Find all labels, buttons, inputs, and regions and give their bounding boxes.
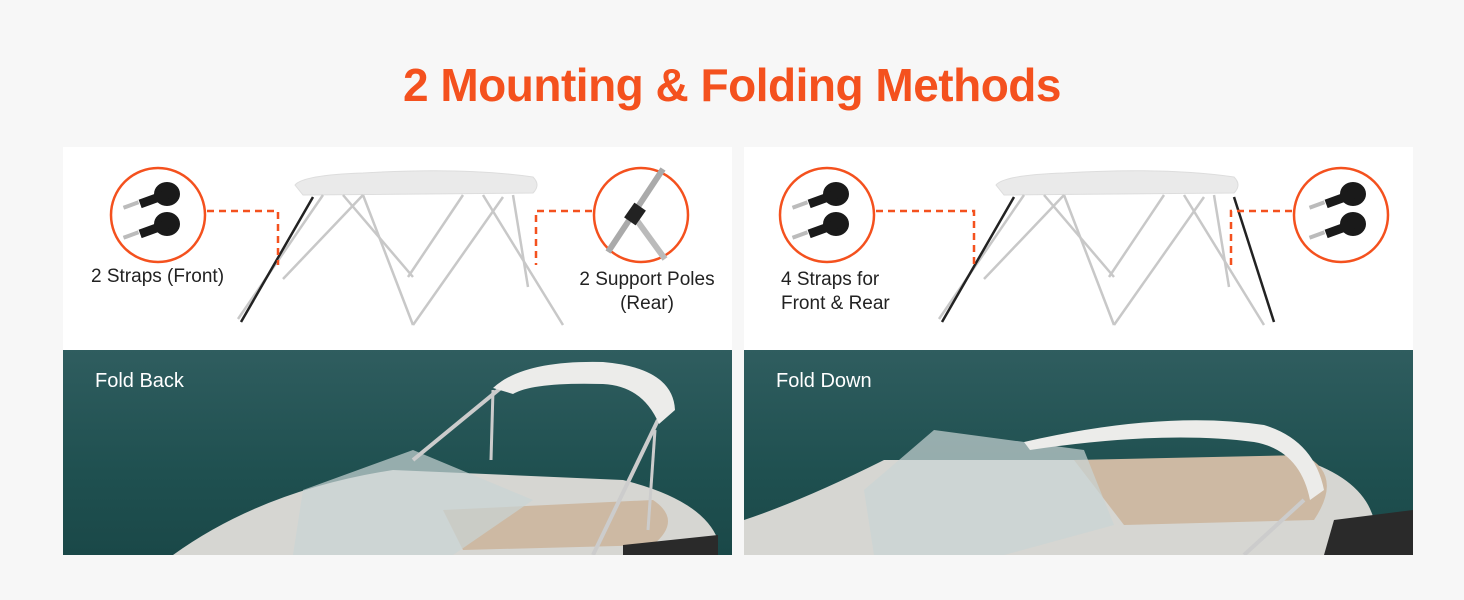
support-poles-label: 2 Support Poles (Rear) xyxy=(577,268,717,316)
label-line: 2 Support Poles xyxy=(579,269,715,290)
connector-line xyxy=(1229,209,1292,265)
fold-back-label: Fold Back xyxy=(95,370,184,392)
straps-circle xyxy=(1292,166,1390,264)
bimini-top-image xyxy=(236,169,565,327)
label-line: Front & Rear xyxy=(781,293,890,314)
connector-line xyxy=(534,209,592,265)
connector-line xyxy=(207,209,280,265)
bimini-top-image xyxy=(937,169,1276,327)
fold-down-label: Fold Down xyxy=(776,370,872,392)
straps-label: 2 Straps (Front) xyxy=(91,266,225,287)
fold-back-photo: Fold Back xyxy=(63,350,732,555)
label-line: 4 Straps for xyxy=(781,269,880,290)
mounting-diagram: 2 Straps (Front) 2 Support Poles (Rear) xyxy=(63,147,732,350)
support-pole-icon xyxy=(605,167,668,261)
label-line: (Rear) xyxy=(620,293,674,314)
page-title: 2 Mounting & Folding Methods xyxy=(403,59,1062,111)
straps-circle xyxy=(778,166,876,264)
connector-line xyxy=(876,209,976,265)
straps-circle xyxy=(109,166,207,264)
fold-back-panel: 2 Straps (Front) 2 Support Poles (Rear) F… xyxy=(63,147,732,555)
fold-down-photo: Fold Down xyxy=(744,350,1413,555)
